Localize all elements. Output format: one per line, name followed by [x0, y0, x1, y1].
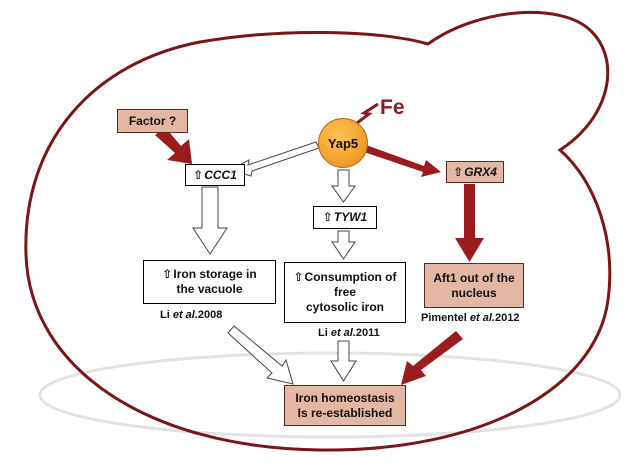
- ccc1-gene-label: CCC1: [204, 167, 237, 182]
- iron-storage-line-1: ⇧Iron storage in: [162, 267, 256, 282]
- aft1-line-1: Aft1 out of the: [433, 270, 515, 285]
- arrow-yap5-to-tyw1: [331, 169, 356, 203]
- consumption-line-2: free: [333, 285, 356, 299]
- arrow-ccc1-to-storage: [192, 186, 228, 255]
- arrow-yap5-to-grx4: [364, 145, 441, 177]
- reference-li-2008: Li et al.2008: [160, 309, 223, 321]
- grx4-node: ⇧ GRX4: [446, 161, 504, 183]
- upregulation-arrow-icon: ⇧: [162, 267, 173, 281]
- factor-node: Factor ?: [117, 109, 188, 133]
- iron-storage-line-2: the vacuole: [176, 282, 243, 296]
- grx4-gene-label: GRX4: [464, 164, 497, 179]
- arrow-factor-to-ccc1: [155, 127, 192, 164]
- ccc1-node: ⇧ CCC1: [185, 164, 245, 186]
- iron-storage-node: ⇧Iron storage in the vacuole: [143, 260, 276, 304]
- floor-shadow-ring: [38, 351, 622, 439]
- arrow-storage-to-homeostasis: [227, 325, 294, 385]
- cell-outline: [24, 10, 612, 452]
- yap5-node: Yap5: [318, 118, 368, 168]
- upregulation-arrow-icon: ⇧: [322, 210, 333, 224]
- homeostasis-line-2: Is re-established: [297, 405, 393, 420]
- upregulation-arrow-icon: ⇧: [293, 270, 304, 284]
- consumption-line-3: cytosolic iron: [305, 300, 385, 314]
- arrow-tyw1-to-consumption: [331, 230, 356, 260]
- arrow-consumption-to-homeostasis: [330, 340, 357, 382]
- reference-li-2011: Li et al.2011: [318, 327, 380, 339]
- tyw1-gene-label: TYW1: [333, 210, 368, 224]
- arrow-grx4-to-aft1: [455, 184, 484, 262]
- consumption-node: ⇧Consumption of free cytosolic iron: [284, 262, 406, 323]
- tyw1-node: ⇧ TYW1: [313, 206, 377, 229]
- fe-label: Fe: [380, 96, 405, 119]
- reference-pimentel-2012: Pimentel et al.2012: [421, 312, 520, 324]
- aft1-line-2: nucleus: [451, 285, 497, 300]
- upregulation-arrow-icon: ⇧: [193, 167, 204, 182]
- arrow-aft1-to-homeostasis: [401, 331, 463, 385]
- aft1-node: Aft1 out of the nucleus: [424, 263, 524, 308]
- upregulation-arrow-icon: ⇧: [453, 164, 464, 179]
- iron-homeostasis-node: Iron homeostasis Is re-established: [284, 385, 406, 426]
- iron-storage-text-1: Iron storage in: [173, 267, 257, 281]
- fe-lightning-icon: [356, 102, 379, 125]
- consumption-text-1: Consumption of: [304, 270, 397, 284]
- homeostasis-line-1: Iron homeostasis: [295, 390, 395, 405]
- consumption-line-1: ⇧Consumption of: [293, 270, 396, 285]
